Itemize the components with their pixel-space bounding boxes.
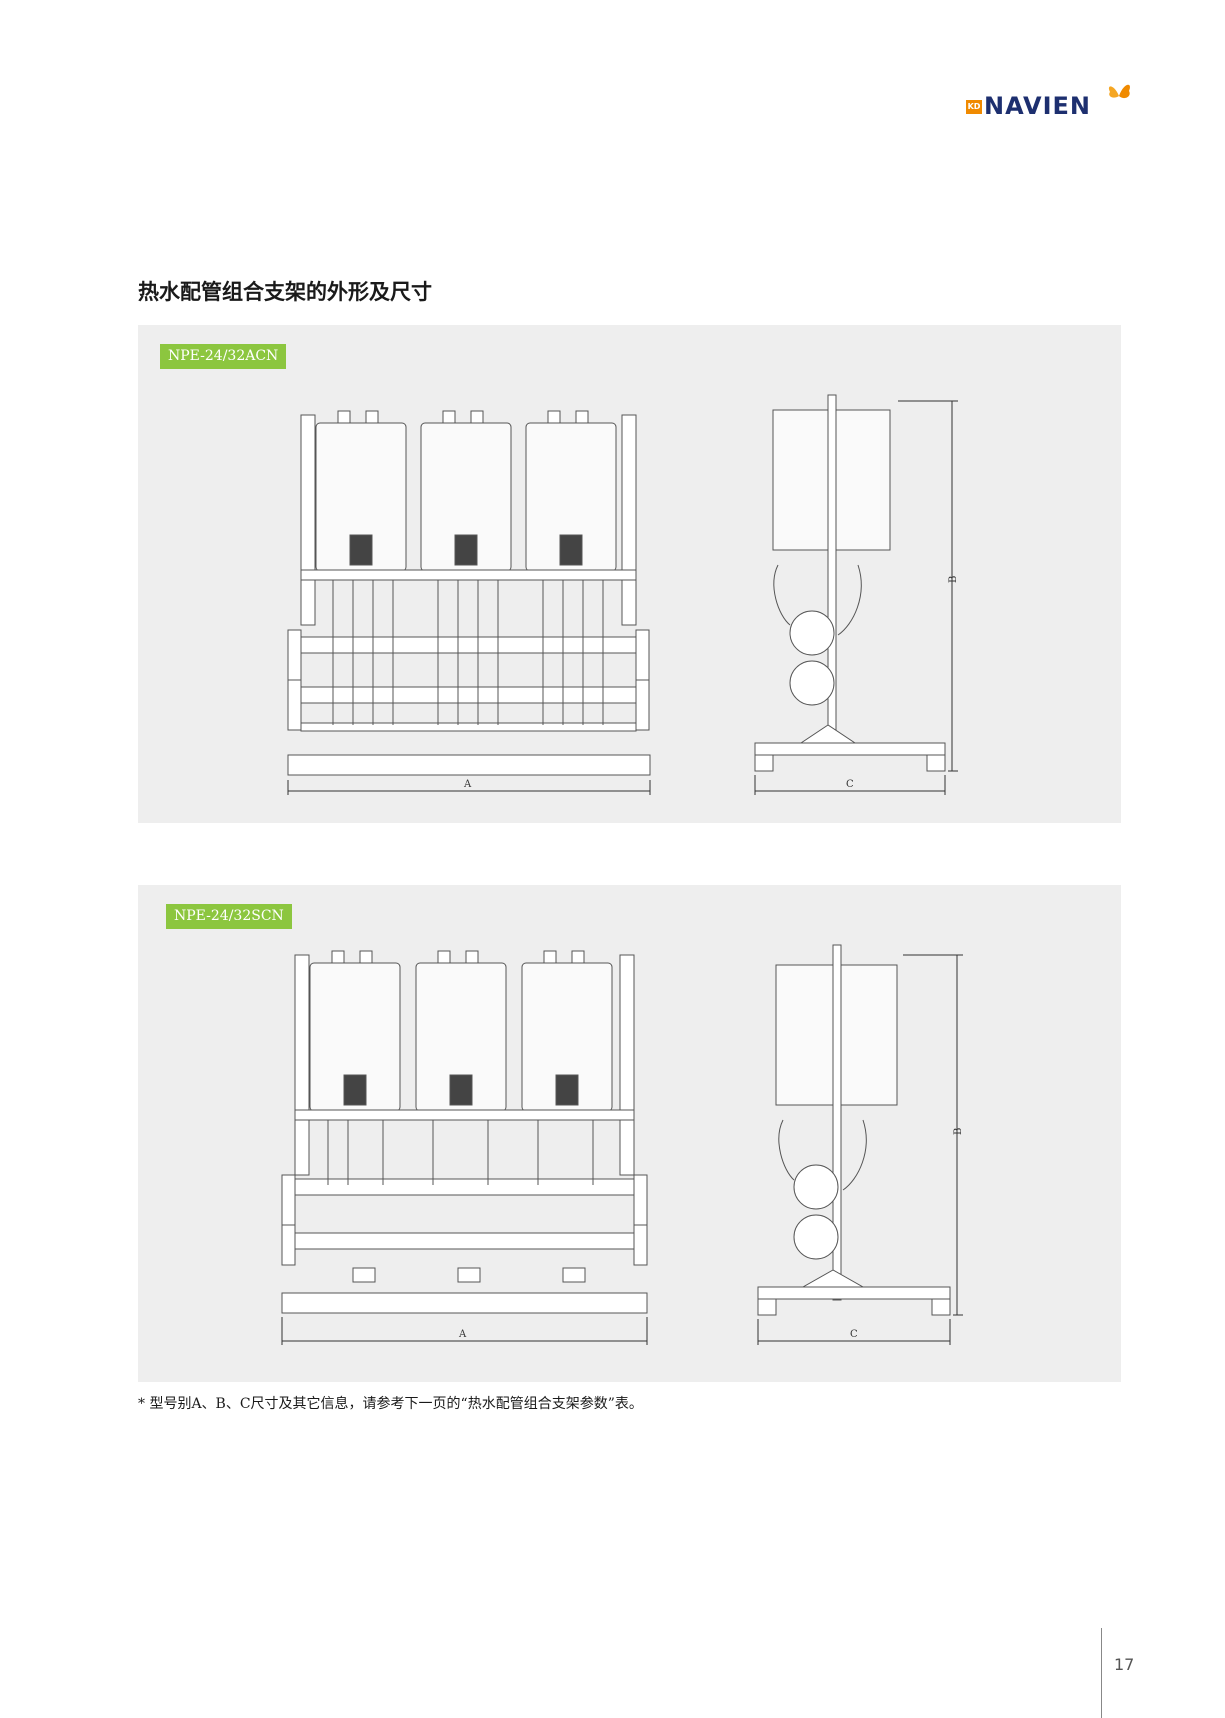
technical-drawing: A B C [281, 944, 964, 1345]
side-view [754, 394, 958, 795]
technical-drawing: A B C [287, 394, 959, 795]
dimension-c-label: C [850, 1329, 858, 1340]
front-view [281, 950, 648, 1345]
model-tag: NPE-24/32SCN [166, 904, 292, 929]
dimension-b-label: B [948, 576, 959, 583]
footnote: * 型号别A、B、C尺寸及其它信息，请参考下一页的“热水配管组合支架参数”表。 [138, 1396, 643, 1412]
drawing-panel-scn: NPE-24/32SCN A [138, 885, 1121, 1382]
model-tag: NPE-24/32ACN [160, 344, 287, 369]
dimension-c-label: C [846, 779, 854, 790]
butterfly-icon [1108, 84, 1130, 99]
brand-name: NAVIEN [984, 92, 1092, 120]
page-number: 17 [1114, 1655, 1135, 1674]
side-view [757, 944, 963, 1345]
dimension-a-label: A [463, 779, 472, 790]
kd-badge: KD [966, 100, 982, 114]
dimension-b-label: B [953, 1128, 964, 1135]
dimension-a-label: A [458, 1329, 467, 1340]
drawing-panel-acn: NPE-24/32ACN A [138, 325, 1121, 823]
front-view [287, 410, 651, 795]
page-divider [1101, 1628, 1102, 1718]
navien-logo: KD NAVIEN [966, 78, 1136, 120]
section-title: 热水配管组合支架的外形及尺寸 [138, 279, 432, 304]
